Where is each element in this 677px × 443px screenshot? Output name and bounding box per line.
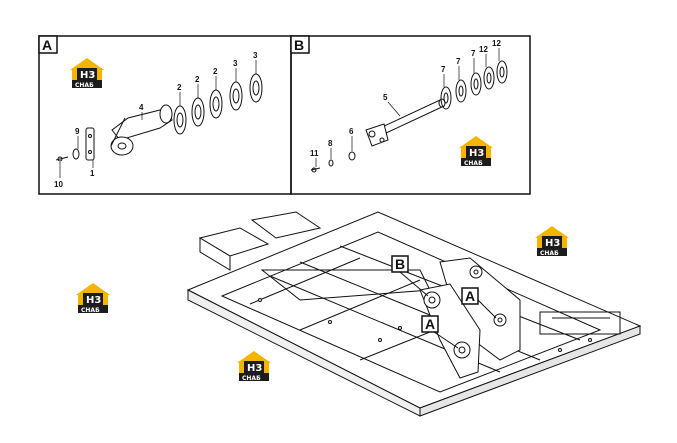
part-label: 6 [349,127,354,136]
washer-stack-a [173,73,263,135]
labels-a: 4 2 2 2 3 3 9 1 10 [54,51,258,189]
panel-b: B H3 CHAБ [290,35,531,195]
svg-text:H3: H3 [545,238,560,249]
washer-part-9 [72,148,80,160]
svg-text:H3: H3 [80,70,95,81]
logo-frame-bottom: H3 CHAБ [237,351,271,382]
part-label: 7 [441,65,446,74]
svg-text:CHAБ: CHAБ [81,307,100,314]
svg-text:A: A [465,288,475,304]
washer-stack-b [440,60,508,110]
svg-text:CHAБ: CHAБ [464,160,483,167]
plate-part-1 [85,127,95,161]
svg-text:A: A [425,316,435,332]
logo-b: H3 CHAБ [459,136,493,167]
part-label: 1 [90,169,95,178]
svg-text:H3: H3 [247,363,262,374]
svg-text:CHAБ: CHAБ [75,82,94,89]
part-label: 4 [139,103,144,112]
callout-a-left: A [421,315,459,349]
part-label: 12 [492,39,501,48]
part-label: 11 [310,149,319,158]
callout-a-right: A [461,287,497,319]
part-label: 7 [456,57,461,66]
part-label: 3 [253,51,258,60]
part-label: 7 [471,49,476,58]
labels-b: 5 6 8 11 7 7 7 12 12 [310,39,501,158]
logo-frame-right: H3 CHAБ [535,226,569,257]
panel-b-title: B [294,37,304,53]
pin-part-4 [110,104,173,156]
washer-part-6 [348,151,356,161]
logo-frame-left: H3 CHAБ [76,283,110,314]
part-label: 3 [233,59,238,68]
part-label: 9 [75,127,80,136]
part-label: 2 [177,83,182,92]
svg-text:CHAБ: CHAБ [540,250,559,257]
part-label: 2 [213,67,218,76]
svg-text:CHAБ: CHAБ [242,375,261,382]
bolt-part-10 [55,156,69,162]
part-label: 5 [383,93,388,102]
svg-text:H3: H3 [469,148,484,159]
callout-b: B [391,255,429,297]
bolt-part-11 [310,167,321,173]
panel-a: A H3 CHAБ [38,35,292,195]
part-label: 10 [54,180,63,189]
panel-a-title: A [42,37,52,53]
part-label: 2 [195,75,200,84]
frame-drawing [186,211,642,417]
washer-part-8 [328,159,334,167]
part-label: 12 [479,45,488,54]
part-label: 8 [328,139,333,148]
logo-a: H3 CHAБ [70,58,104,89]
svg-text:B: B [395,256,405,272]
pin-part-5 [365,98,446,147]
svg-text:H3: H3 [86,295,101,306]
